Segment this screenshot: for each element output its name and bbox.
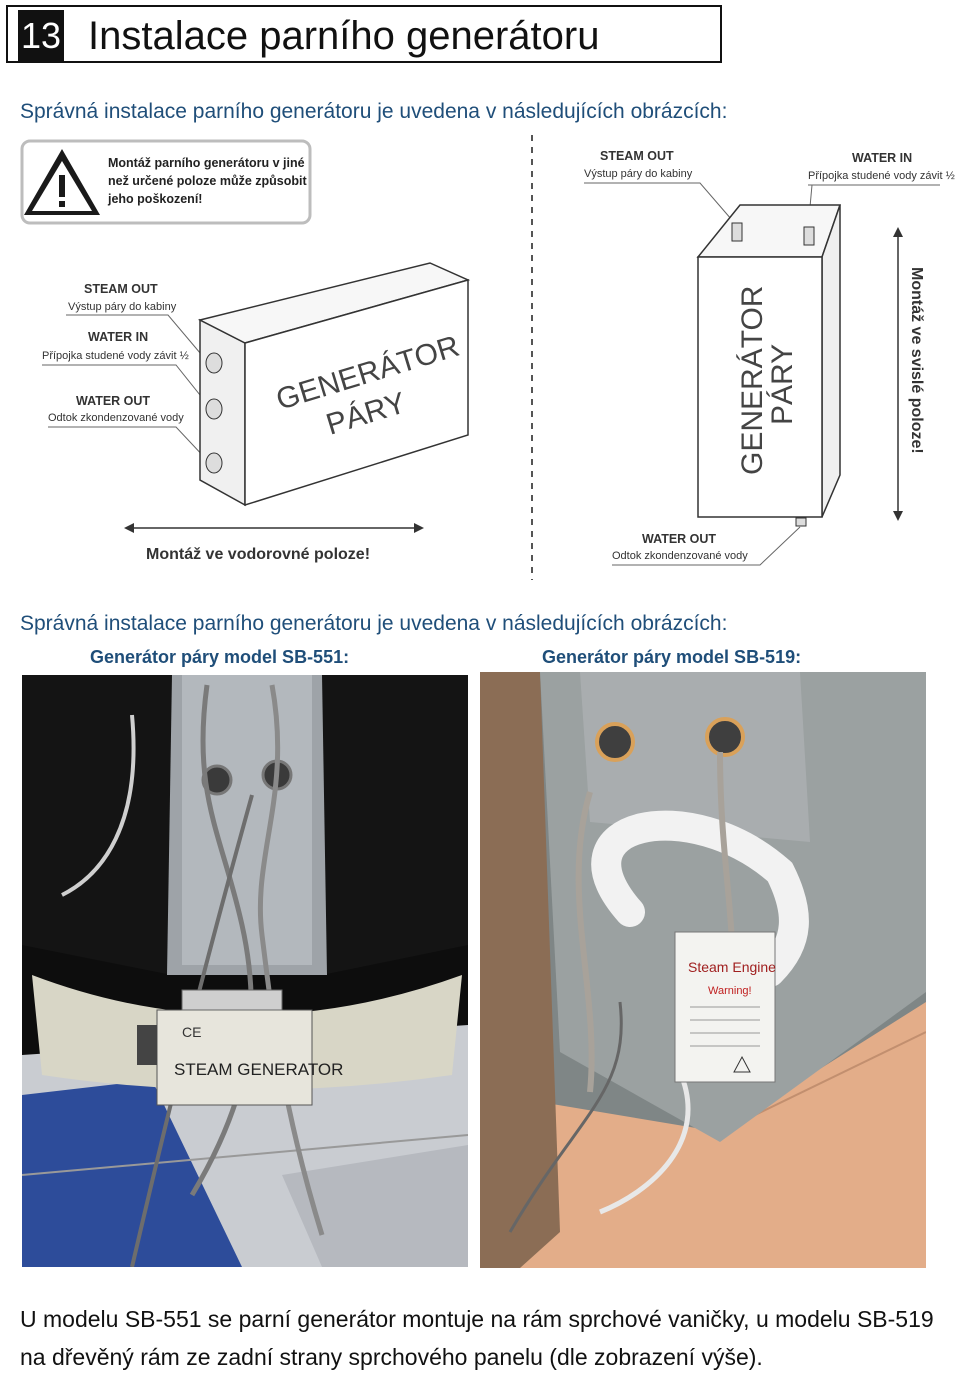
- h-water-in-label: WATER IN: [88, 330, 148, 344]
- warning-text-3: jeho poškození!: [107, 192, 202, 206]
- warning-text-2: než určené poloze může způsobit: [108, 174, 307, 188]
- h-water-out-label: WATER OUT: [76, 394, 150, 408]
- left-photo-label: STEAM GENERATOR: [174, 1060, 343, 1079]
- right-photo-warning: Warning!: [708, 985, 752, 997]
- h-mounting-note: Montáž ve vodorovné poloze!: [146, 546, 370, 563]
- v-box-text-2: PÁRY: [766, 344, 799, 425]
- v-box-text-1: GENERÁTOR: [736, 286, 769, 475]
- photo-sb519: Steam Engine Warning!: [480, 672, 926, 1268]
- right-photo-label: Steam Engine: [688, 959, 776, 975]
- photo-caption-right: Generátor páry model SB-519:: [542, 647, 802, 667]
- horizontal-generator: STEAM OUT Výstup páry do kabiny WATER IN…: [42, 262, 471, 563]
- h-water-in-desc: Přípojka studené vody závit ½: [42, 350, 189, 362]
- section-title: Instalace parního generátoru: [88, 14, 600, 58]
- v-steam-out-label: STEAM OUT: [600, 149, 674, 163]
- v-water-out-label: WATER OUT: [642, 532, 716, 546]
- bottom-paragraph: U modelu SB-551 se parní generátor montu…: [20, 1306, 934, 1370]
- photo-sb551: CE STEAM GENERATOR: [22, 675, 468, 1267]
- v-water-out-desc: Odtok zkondenzované vody: [612, 550, 748, 562]
- warning-text-1: Montáž parního generátoru v jiné: [108, 156, 305, 170]
- photo-caption-left: Generátor páry model SB-551:: [90, 647, 350, 667]
- vertical-generator: STEAM OUT Výstup páry do kabiny WATER IN…: [584, 149, 955, 566]
- v-water-in-desc: Přípojka studené vody závit ½: [808, 170, 955, 182]
- left-photo-ce: CE: [182, 1024, 201, 1040]
- v-water-in-label: WATER IN: [852, 151, 912, 165]
- h-water-out-desc: Odtok zkondenzované vody: [48, 412, 184, 424]
- intro-text: Správná instalace parního generátoru je …: [20, 100, 728, 123]
- v-mounting-note: Montáž ve svislé poloze!: [908, 267, 925, 454]
- h-steam-out-label: STEAM OUT: [84, 282, 158, 296]
- warning-box: Montáž parního generátoru v jiné než urč…: [20, 139, 312, 225]
- v-steam-out-desc: Výstup páry do kabiny: [584, 168, 693, 180]
- h-steam-out-desc: Výstup páry do kabiny: [68, 301, 177, 313]
- intro-text-2: Správná instalace parního generátoru je …: [20, 612, 728, 635]
- installation-diagram: Montáž parního generátoru v jiné než urč…: [20, 135, 955, 580]
- section-number: 13: [18, 10, 64, 62]
- warning-triangle-icon: [24, 149, 100, 215]
- section-header-box: [6, 5, 722, 63]
